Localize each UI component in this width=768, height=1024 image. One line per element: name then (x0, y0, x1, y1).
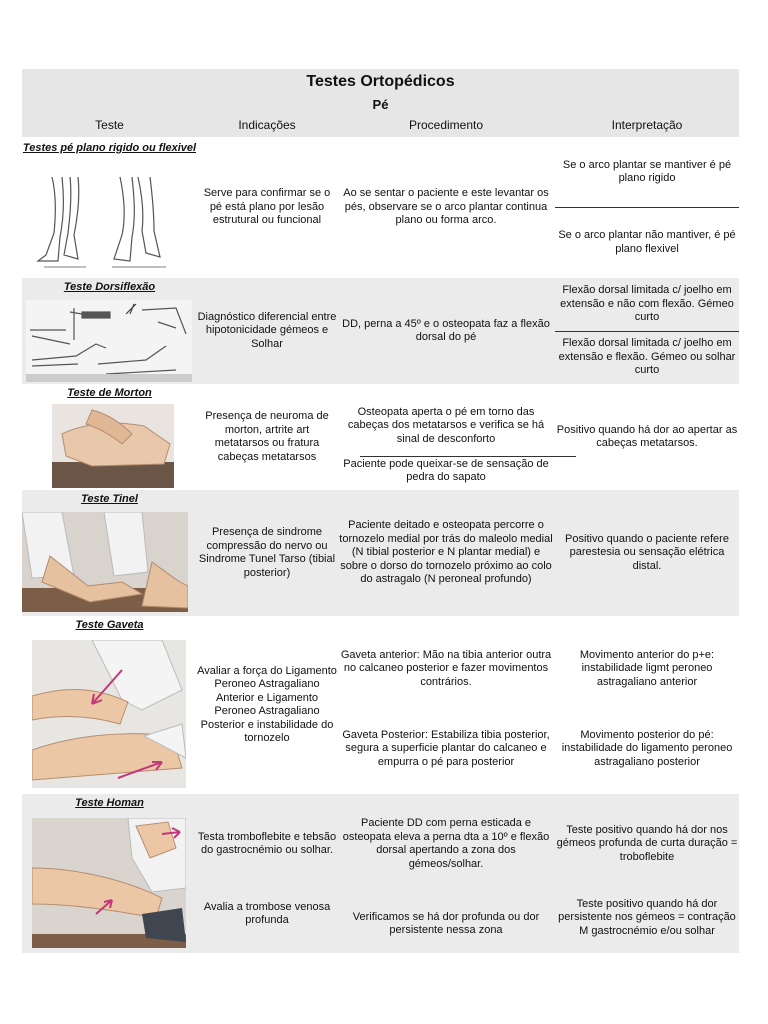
morton-illustration (52, 404, 174, 488)
interpretation-text: Movimento anterior do p+e: instabilidade… (579, 648, 715, 688)
indication-text: Avaliar a força do Ligamento Peroneo Ast… (197, 664, 337, 745)
indication-text: Diagnóstico diferencial entre hipotonici… (197, 310, 337, 350)
indication-text: Serve para confirmar se o pé está plano … (203, 187, 331, 227)
cell-divider (360, 456, 576, 457)
table-row: Teste Gaveta Avaliar a força do Ligament… (22, 616, 739, 794)
indication-text: Avalia a trombose venosa profunda (203, 900, 331, 927)
interpretation-text: Teste positivo quando há dor nos gémeos … (556, 823, 738, 863)
interpretation-text: Positivo quando há dor ao apertar as cab… (556, 423, 738, 450)
procedure-text: Ao se sentar o paciente e este levantar … (343, 187, 549, 227)
test-name: Teste Homan (75, 797, 144, 809)
interpretation-text: Se o arco plantar se mantiver é pé plano… (562, 158, 732, 185)
table-row: Testes pé plano rigido ou flexivel Serve… (22, 137, 739, 278)
interpretation-text: Flexão dorsal limitada c/ joelho em exte… (560, 284, 734, 324)
table-row: Teste de Morton Presença de neuroma de m… (22, 384, 739, 490)
cell-divider (555, 331, 739, 332)
column-header-procedimento: Procedimento (408, 118, 484, 132)
procedure-text: Osteopata aperta o pé em torno das cabeç… (347, 405, 545, 445)
procedure-text: Paciente DD com perna esticada e osteopa… (342, 817, 550, 870)
table-row: Teste Homan Testa tromboflebite e tebsão… (22, 794, 739, 953)
dorsiflexion-illustration (26, 300, 192, 382)
test-name: Teste Gaveta (75, 619, 144, 631)
indication-text: Presença de sindrome compressão do nervo… (198, 526, 336, 579)
table-row: Teste Tinel Presença de sindrome compres… (22, 490, 739, 616)
page-subtitle: Pé (372, 97, 389, 112)
procedure-text: Verificamos se há dor profunda ou dor pe… (352, 910, 540, 937)
column-header-indicacoes: Indicações (238, 118, 296, 132)
procedure-text: Gaveta Posterior: Estabiliza tibia poste… (342, 728, 550, 768)
interpretation-text: Flexão dorsal limitada c/ joelho em exte… (558, 337, 736, 377)
test-name: Testes pé plano rigido ou flexivel (22, 142, 197, 154)
test-name: Teste Tinel (81, 493, 138, 505)
procedure-text: Gaveta anterior: Mão na tibia anterior o… (340, 648, 552, 688)
interpretation-text: Movimento posterior do pé: instabilidade… (561, 728, 733, 768)
interpretation-text: Teste positivo quando há dor persistente… (558, 897, 736, 937)
test-name: Teste Dorsiflexão (63, 281, 156, 293)
interpretation-text: Se o arco plantar não mantiver, é pé pla… (558, 229, 736, 255)
page-title: Testes Ortopédicos (306, 73, 455, 90)
tinel-illustration (22, 512, 188, 612)
interpretation-text: Positivo quando o paciente refere parest… (565, 532, 729, 572)
indication-text: Testa tromboflebite e tebsão do gastrocn… (197, 830, 337, 857)
table-header: Testes Ortopédicos Pé Teste Indicações P… (22, 69, 739, 137)
column-header-teste: Teste (95, 118, 124, 132)
procedure-text: Paciente deitado e osteopata percorre o … (339, 519, 553, 586)
homan-illustration (32, 818, 186, 948)
cell-divider (555, 207, 739, 208)
procedure-text: DD, perna a 45º e o osteopata faz a flex… (342, 317, 550, 344)
indication-text: Presença de neuroma de morton, artrite a… (205, 410, 329, 463)
procedure-text: Paciente pode queixar-se de sensação de … (343, 457, 549, 484)
test-name: Teste de Morton (67, 387, 152, 399)
flatfoot-illustration (34, 173, 184, 273)
table-row: Teste Dorsiflexão Diagnóstico diferencia… (22, 278, 739, 384)
orthopedic-tests-sheet: Testes Ortopédicos Pé Teste Indicações P… (22, 69, 739, 953)
drawer-test-illustration (32, 640, 186, 788)
column-header-interpretacao: Interpretação (611, 118, 683, 132)
